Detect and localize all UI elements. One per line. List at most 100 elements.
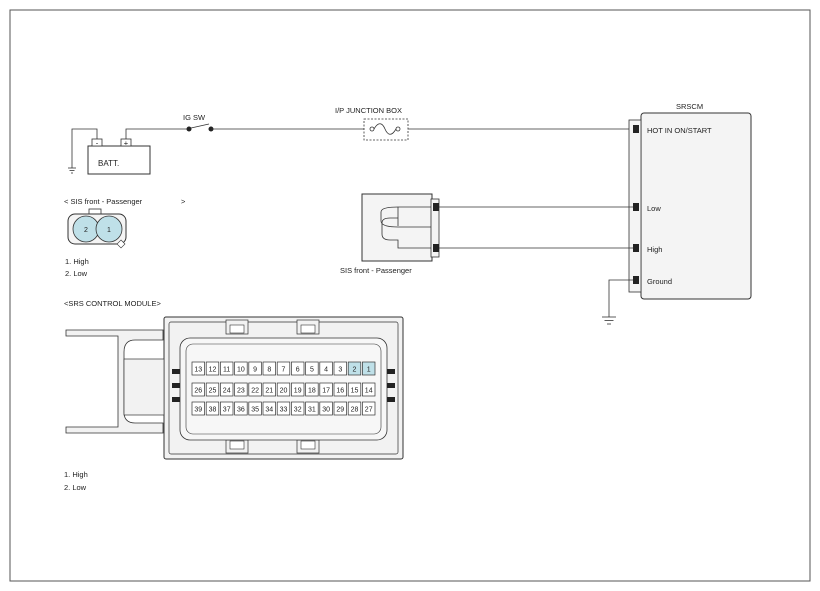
srs-pin-cell: [234, 401, 248, 416]
srs-pin-cell: [347, 361, 362, 376]
srs-pin-label: 38: [209, 406, 217, 413]
srs-pin-cell: [248, 382, 262, 397]
fuse-icon: [373, 123, 397, 135]
srs-pin-cell: [362, 361, 376, 376]
srs-pin-label: 4: [324, 366, 328, 373]
srs-pin-label: 13: [194, 366, 202, 373]
ignition-switch: IG SW: [183, 113, 214, 132]
srs-pin-cell: [333, 401, 347, 416]
srs-pin-cell: [205, 401, 220, 416]
srs-pin-label: 37: [223, 406, 231, 413]
srs-pin-label: 11: [223, 366, 230, 373]
srs-pin-cell: [234, 361, 248, 376]
srs-pin-label: 35: [251, 406, 259, 413]
srs-pin-cell: [205, 361, 220, 376]
srs-pin-cell: [191, 401, 205, 416]
srs-legend-item: 1. High: [64, 470, 88, 479]
srs-pin-label: 3: [338, 366, 342, 373]
srs-pin-cell: [248, 361, 262, 376]
srs-pin-cell: [291, 361, 305, 376]
srs-pin-cell: [276, 361, 291, 376]
srs-pin-cell: [262, 361, 276, 376]
srs-pin-label: 1: [367, 366, 371, 373]
wire-batt-to-igsw: [125, 128, 188, 139]
srs-pin-label: 23: [237, 387, 245, 394]
srscm-pin-marker: [633, 203, 639, 211]
srscm-title: SRSCM: [676, 102, 703, 111]
srs-pin-label: 9: [253, 366, 257, 373]
srs-pin-label: 8: [267, 366, 271, 373]
srs-pin-label: 24: [223, 387, 231, 394]
srs-pin-label: 32: [294, 406, 302, 413]
srs-pin-label: 14: [365, 387, 373, 394]
srs-pin-cell: [205, 382, 220, 397]
srs-pin-cell: [305, 382, 319, 397]
srscm-pin-high: High: [647, 245, 662, 254]
srs-pin-cell: [362, 401, 376, 416]
srs-pin-label: 34: [265, 406, 273, 413]
srs-pin-label: 30: [322, 406, 330, 413]
battery: - + BATT.: [68, 128, 151, 175]
srs-pin-cell: [319, 382, 333, 397]
srs-pin-cell: [291, 401, 305, 416]
srs-pin-cell: [262, 382, 276, 397]
srs-pin-label: 16: [336, 387, 344, 394]
srscm-pin-marker: [633, 244, 639, 252]
srs-pin-label: 5: [310, 366, 314, 373]
sis-legend-item: 2. Low: [65, 269, 88, 278]
srs-pin-label: 10: [237, 366, 245, 373]
srscm-pin-marker: [633, 125, 639, 133]
srs-pin-label: 22: [251, 387, 259, 394]
srs-module-title: <SRS CONTROL MODULE>: [64, 299, 161, 308]
srs-pin-cell: [333, 382, 347, 397]
srscm-module: SRSCM HOT IN ON/START Low High Ground: [602, 102, 752, 325]
junction-box-label: I/P JUNCTION BOX: [335, 106, 402, 115]
srs-pin-label: 39: [194, 406, 202, 413]
srs-pin-label: 29: [336, 406, 344, 413]
srs-pin-cell: [191, 382, 205, 397]
srs-pin-cell: [191, 361, 205, 376]
srscm-pin-marker: [633, 276, 639, 284]
sis-connector-title-end: >: [181, 197, 186, 206]
srs-pin-label: 6: [296, 366, 300, 373]
srs-pin-cell: [319, 361, 333, 376]
sis-pin-label: 2: [84, 227, 88, 234]
srs-pin-label: 17: [322, 387, 330, 394]
srs-pin-cell: [276, 382, 291, 397]
srs-pin-cell: [276, 401, 291, 416]
sis-legend-item: 1. High: [65, 257, 89, 266]
srs-pin-cell: [220, 382, 234, 397]
sis-sensor: SIS front - Passenger: [340, 193, 440, 275]
battery-label: BATT.: [98, 159, 119, 168]
srscm-pin-hot: HOT IN ON/START: [647, 126, 712, 135]
junction-box: I/P JUNCTION BOX: [335, 106, 409, 141]
srs-pin-cell: [220, 361, 234, 376]
srs-pin-label: 25: [209, 387, 217, 394]
srs-pin-label: 15: [351, 387, 359, 394]
srs-pin-cell: [305, 401, 319, 416]
sis-connector-view: < SIS front - Passenger > 2 1 1. High 2.…: [64, 197, 186, 278]
sensor-pin-marker: [433, 244, 439, 252]
sensor-label: SIS front - Passenger: [340, 266, 412, 275]
srs-pin-label: 21: [265, 387, 273, 394]
sis-pin-label: 1: [107, 227, 111, 234]
srs-pin-cell: [262, 401, 276, 416]
srs-pin-label: 28: [351, 406, 359, 413]
srs-pin-label: 2: [353, 366, 357, 373]
srscm-pin-ground: Ground: [647, 277, 672, 286]
sis-connector-title: < SIS front - Passenger: [64, 197, 143, 206]
srs-pin-label: 31: [308, 406, 316, 413]
srs-legend-item: 2. Low: [64, 483, 87, 492]
srs-pin-cell: [347, 401, 362, 416]
srs-pin-label: 7: [282, 366, 286, 373]
battery-plus-sign: +: [124, 139, 129, 148]
srs-pin-label: 27: [365, 406, 373, 413]
srs-pin-cell: [220, 401, 234, 416]
srs-pin-cell: [319, 401, 333, 416]
srs-pin-label: 36: [237, 406, 245, 413]
ig-sw-label: IG SW: [183, 113, 206, 122]
page-frame: [9, 9, 811, 582]
srs-pin-cell: [291, 382, 305, 397]
